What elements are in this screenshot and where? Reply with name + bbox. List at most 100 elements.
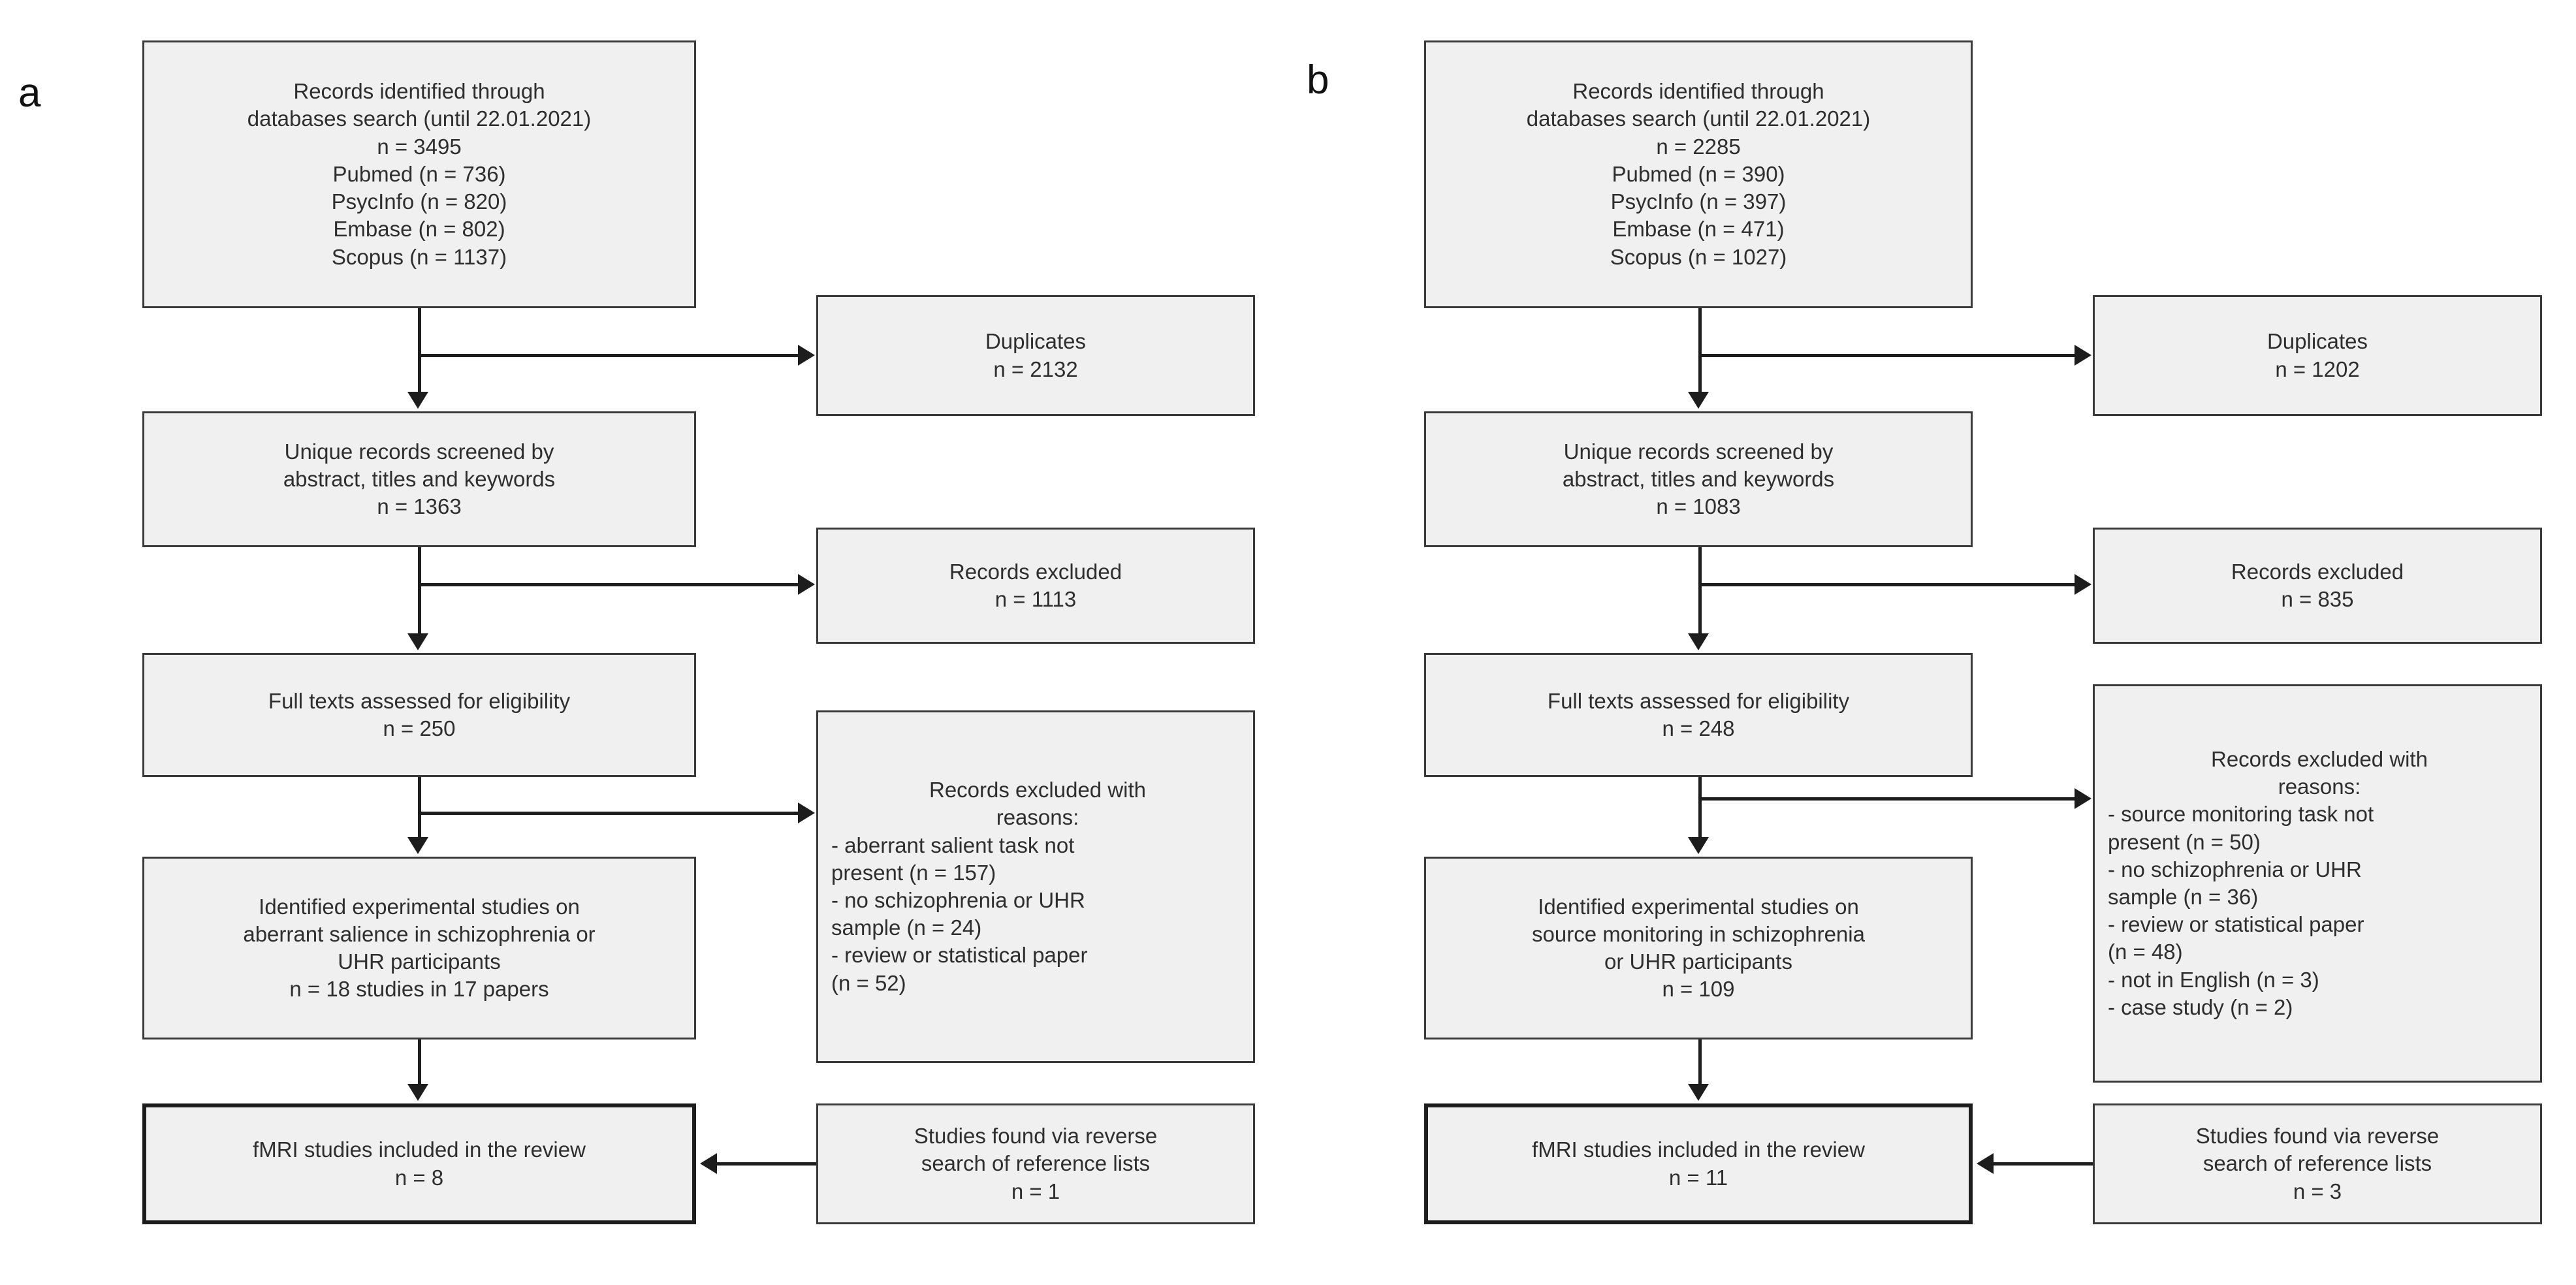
records-excluded-box: Records excluded n = 1113: [816, 528, 1255, 644]
arrow-down-icon: [1688, 392, 1709, 409]
box-line: Identified experimental studies on: [1538, 894, 1859, 919]
box-line: n = 1202: [2275, 357, 2360, 381]
box-line: n = 1: [1011, 1179, 1060, 1203]
box-line: Pubmed (n = 390): [1612, 161, 1785, 186]
box-line: fMRI studies included in the review: [253, 1137, 586, 1162]
connector-line: [1698, 354, 2076, 357]
panel-b: b Records identified through databases s…: [1288, 0, 2576, 1285]
connector-line: [418, 777, 421, 840]
box-line: Records identified through: [293, 79, 545, 104]
duplicates-box: Duplicates n = 1202: [2093, 295, 2542, 416]
box-line: databases search (until 22.01.2021): [1526, 106, 1871, 131]
connector-line: [717, 1162, 816, 1166]
box-line: sample (n = 24): [831, 915, 982, 940]
box-line: Duplicates: [2266, 329, 2368, 354]
box-line: reasons:: [2278, 774, 2361, 799]
connector-line: [1698, 308, 1702, 394]
box-line: PsycInfo (n = 397): [1610, 189, 1787, 214]
box-line: - case study (n = 2): [2108, 994, 2293, 1019]
box-line: reasons:: [996, 805, 1079, 830]
fmri-studies-included-box: fMRI studies included in the review n = …: [1424, 1103, 1973, 1224]
connector-line: [418, 354, 799, 357]
box-line: source monitoring in schizophrenia: [1532, 921, 1865, 946]
connector-line: [1698, 583, 2076, 586]
connector-line: [418, 812, 799, 815]
box-line: n = 1363: [377, 494, 462, 519]
identified-experimental-studies-box: Identified experimental studies on sourc…: [1424, 857, 1973, 1039]
connector-line: [1698, 797, 2076, 801]
arrow-right-icon: [2075, 574, 2091, 595]
box-line: search of reference lists: [2202, 1151, 2432, 1176]
connector-line: [418, 1039, 421, 1087]
box-line: - aberrant salient task not: [831, 833, 1075, 857]
panel-a: a Records identified through databases s…: [18, 40, 1255, 1224]
box-line: Scopus (n = 1137): [331, 244, 507, 269]
box-line: aberrant salience in schizophrenia or: [243, 921, 596, 946]
arrow-left-icon: [1977, 1153, 1994, 1174]
box-line: Unique records screened by: [284, 439, 554, 464]
box-line: n = 1113: [994, 587, 1077, 611]
box-line: Studies found via reverse: [914, 1124, 1158, 1149]
box-line: Full texts assessed for eligibility: [1547, 688, 1850, 713]
box-line: search of reference lists: [921, 1151, 1151, 1176]
connector-line: [1698, 777, 1702, 840]
box-line: (n = 52): [831, 970, 906, 995]
unique-records-screened-box: Unique records screened by abstract, tit…: [142, 411, 696, 547]
box-line: Records excluded with: [2211, 746, 2428, 771]
arrow-right-icon: [798, 574, 815, 595]
box-line: Records excluded: [2231, 559, 2404, 584]
arrow-down-icon: [407, 633, 428, 650]
records-excluded-with-reasons-box: Records excluded with reasons: - aberran…: [816, 710, 1255, 1063]
connector-line: [418, 583, 799, 586]
box-line: n = 2285: [1656, 134, 1741, 159]
box-line: n = 8: [394, 1165, 444, 1190]
arrow-right-icon: [798, 345, 815, 366]
box-line: Scopus (n = 1027): [1610, 244, 1787, 269]
full-texts-assessed-box: Full texts assessed for eligibility n = …: [142, 653, 696, 777]
box-line: n = 2132: [993, 357, 1078, 381]
arrow-down-icon: [407, 837, 428, 854]
box-line: n = 11: [1668, 1165, 1728, 1190]
box-line: - source monitoring task not: [2108, 802, 2374, 827]
box-line: n = 3495: [377, 134, 462, 159]
box-line: UHR participants: [338, 949, 501, 974]
box-line: Embase (n = 802): [333, 217, 505, 242]
box-line: or UHR participants: [1604, 949, 1792, 974]
studies-found-reverse-search-box: Studies found via reverse search of refe…: [816, 1103, 1255, 1224]
full-texts-assessed-box: Full texts assessed for eligibility n = …: [1424, 653, 1973, 777]
box-line: Unique records screened by: [1563, 439, 1834, 464]
connector-line: [1698, 547, 1702, 636]
box-line: Full texts assessed for eligibility: [268, 688, 571, 713]
box-line: Records excluded: [949, 559, 1122, 584]
box-line: n = 248: [1662, 716, 1735, 740]
box-line: sample (n = 36): [2108, 885, 2259, 909]
box-line: - review or statistical paper: [831, 943, 1088, 968]
arrow-right-icon: [2075, 788, 2091, 809]
arrow-down-icon: [407, 392, 428, 409]
records-excluded-box: Records excluded n = 835: [2093, 528, 2542, 644]
box-line: n = 835: [2281, 587, 2354, 611]
arrow-left-icon: [700, 1153, 717, 1174]
connector-line: [1994, 1162, 2093, 1166]
records-identified-box: Records identified through databases sea…: [142, 40, 696, 308]
box-line: abstract, titles and keywords: [1562, 466, 1835, 491]
identified-experimental-studies-box: Identified experimental studies on aberr…: [142, 857, 696, 1039]
arrow-down-icon: [1688, 633, 1709, 650]
box-line: Duplicates: [985, 329, 1087, 354]
box-line: n = 109: [1662, 977, 1735, 1002]
connector-line: [418, 308, 421, 394]
box-line: present (n = 157): [831, 860, 996, 885]
box-line: - review or statistical paper: [2108, 912, 2364, 937]
panel-a-label: a: [18, 71, 41, 116]
box-line: (n = 48): [2108, 940, 2183, 964]
duplicates-box: Duplicates n = 2132: [816, 295, 1255, 416]
box-line: Studies found via reverse: [2195, 1124, 2440, 1149]
records-identified-box: Records identified through databases sea…: [1424, 40, 1973, 308]
box-line: Records identified through: [1572, 79, 1824, 104]
box-line: Pubmed (n = 736): [332, 161, 506, 186]
box-line: n = 3: [2293, 1179, 2342, 1203]
fmri-studies-included-box: fMRI studies included in the review n = …: [142, 1103, 696, 1224]
box-line: fMRI studies included in the review: [1532, 1137, 1865, 1162]
box-line: Embase (n = 471): [1612, 217, 1785, 242]
